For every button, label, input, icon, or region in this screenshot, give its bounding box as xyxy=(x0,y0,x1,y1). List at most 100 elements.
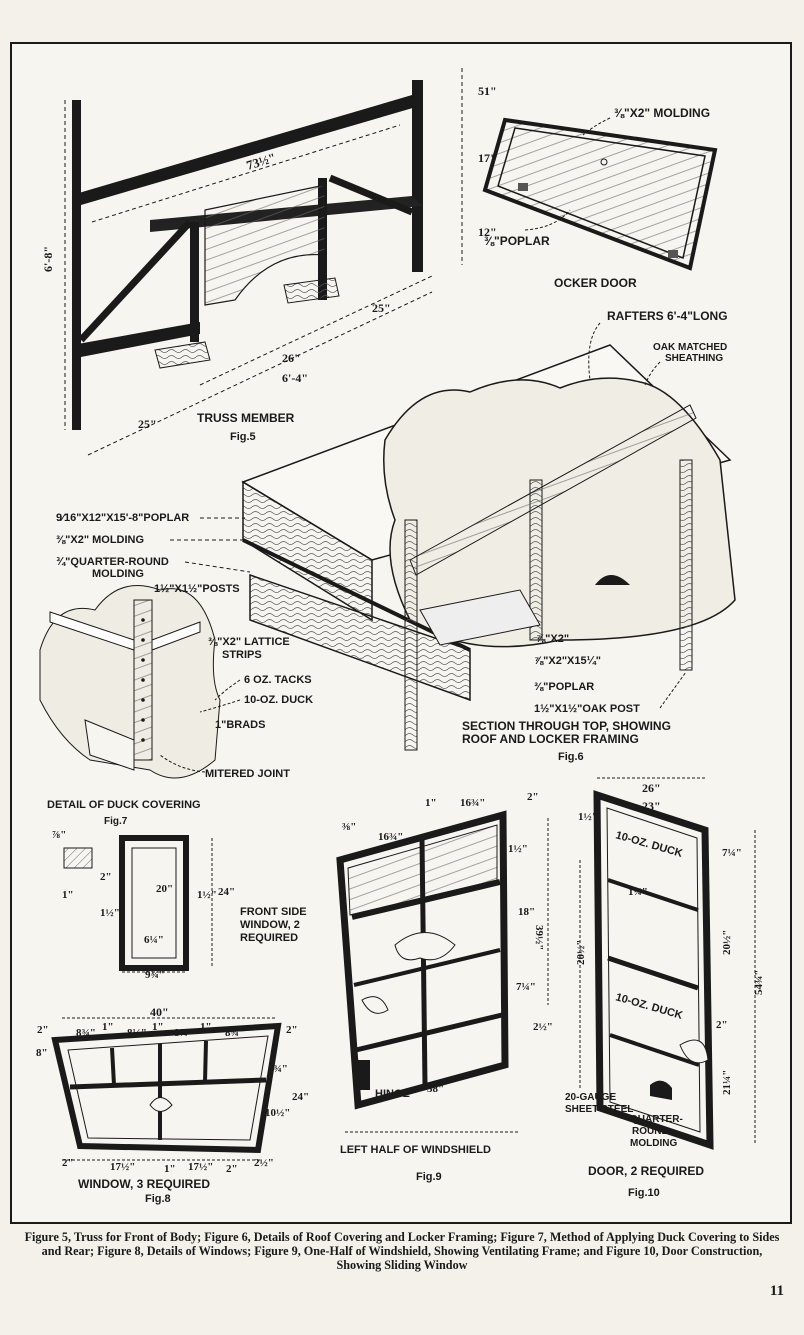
fig5-title: TRUSS MEMBER xyxy=(197,411,295,425)
fig8-h8: 8" xyxy=(36,1047,48,1059)
fig8-w814b: 8¼" xyxy=(127,1027,147,1039)
fig9-d1634a: 16¾" xyxy=(378,831,403,843)
fig6-l3b: MOLDING xyxy=(92,568,144,580)
fig9-d3912: 39½" xyxy=(533,925,545,950)
fig10-title: DOOR, 2 REQUIRED xyxy=(588,1164,704,1178)
fig6-r4: 1½"X1½"OAK POST xyxy=(534,703,640,715)
fig10-d114: 1¼" xyxy=(628,886,648,898)
fig9-d2: 2" xyxy=(527,791,539,803)
side-window-clip xyxy=(63,847,93,869)
fig7-lattice1: ⅜"X2" LATTICE xyxy=(208,636,290,648)
fig9-d18: 18" xyxy=(518,906,535,918)
fig8-w1c: 1" xyxy=(200,1021,212,1033)
fig6-r1: ⅞"X2" xyxy=(536,633,569,645)
locker-molding: ⅜"X2" MOLDING xyxy=(614,106,710,120)
truss-panel xyxy=(204,184,326,306)
fig5-dim-25b: 25" xyxy=(138,417,157,431)
fig7-duck: 10-OZ. DUCK xyxy=(244,694,313,706)
fig6-t2: ROOF AND LOCKER FRAMING xyxy=(462,732,639,746)
fig8-d1: 1" xyxy=(62,889,74,901)
fig8-fig: Fig.8 xyxy=(145,1193,171,1205)
truss-foot-a xyxy=(154,341,211,369)
fig8-b2: 2" xyxy=(62,1157,74,1169)
oak-post-left xyxy=(404,519,418,751)
fig10-gauge2: SHEET STEEL xyxy=(565,1104,633,1115)
fig9-d112: 1½" xyxy=(508,843,528,855)
fig8-w834a: 8¾" xyxy=(76,1027,96,1039)
fig9-windshield: ⅜" 16¾" 1" 16¾" 2" 1½" 18" 39½" 7¼" 2½" … xyxy=(336,791,553,1183)
fig10-fig: Fig.10 xyxy=(628,1187,660,1199)
fig5-dim-height: 6'-8" xyxy=(41,246,55,272)
fig9-h38: 38" xyxy=(427,1083,444,1095)
fig6-r3: ⅜"POPLAR xyxy=(534,681,594,693)
fig9-d38: ⅜" xyxy=(342,821,356,833)
windshield-frame xyxy=(336,810,509,1110)
fig8-w2a: 2" xyxy=(37,1024,49,1036)
oak-post-mid xyxy=(529,479,543,641)
fig8-side1: FRONT SIDE xyxy=(240,906,307,918)
fig8-w40: 40" xyxy=(150,1005,169,1019)
locker-title: OCKER DOOR xyxy=(554,276,637,290)
fig5-dim-low: 12" xyxy=(478,225,497,239)
fig6-t1: SECTION THROUGH TOP, SHOWING xyxy=(462,719,671,733)
fig8-h24: 24" xyxy=(292,1091,309,1103)
fig10-d2012a: 20½" xyxy=(575,940,587,965)
fig10-d26: 26" xyxy=(642,781,661,795)
fig6-l3a: ¾"QUARTER-ROUND xyxy=(56,556,169,568)
locker-door-panel xyxy=(482,117,718,271)
fig8-h834: 8¾" xyxy=(268,1063,288,1075)
fig10-d23: 23" xyxy=(642,799,661,813)
fig8-d112b: 1½" xyxy=(197,889,217,901)
fig8-d934: 9¾" xyxy=(145,969,165,981)
figure-caption: Figure 5, Truss for Front of Body; Figur… xyxy=(24,1230,780,1272)
fig9-d1634b: 16¾" xyxy=(460,797,485,809)
fig8-side2: WINDOW, 2 xyxy=(240,919,300,931)
fig6-section: RAFTERS 6'-4"LONG OAK MATCHED SHEATHING … xyxy=(56,309,736,763)
truss-inner-post-a xyxy=(190,222,199,342)
fig8-side3: REQUIRED xyxy=(240,932,298,944)
fig10-qr1: QUARTER- xyxy=(630,1114,683,1125)
locker-bottom xyxy=(419,589,541,646)
fig8-b2b: 2" xyxy=(226,1163,238,1175)
fig7-duck-covering: 1½"X1½"POSTS ⅜"X2" LATTICE STRIPS 6 OZ. … xyxy=(39,583,313,827)
fig8-d78: ⅞" xyxy=(52,829,66,841)
fig9-d714: 7¼" xyxy=(516,981,536,993)
fig6-oak2: SHEATHING xyxy=(665,353,723,364)
fig10-qr2: ROUND xyxy=(632,1126,669,1137)
fig6-rafters: RAFTERS 6'-4"LONG xyxy=(607,309,728,323)
fig8-w1b: 1" xyxy=(152,1021,164,1033)
fig5-dim-26: 26" xyxy=(282,351,301,365)
fig8-d24: 24" xyxy=(218,886,235,898)
truss-right-post xyxy=(412,80,423,272)
fig7-lattice2: STRIPS xyxy=(222,649,262,661)
fig9-d1: 1" xyxy=(425,797,437,809)
fig10-gauge1: 20-GAUGE xyxy=(565,1092,616,1103)
fig5-dim-25a: 25" xyxy=(372,301,391,315)
fig6-r2: ⅞"X2"X15¼" xyxy=(534,655,601,667)
lattice-strip-b xyxy=(151,621,201,651)
fig6-l1: 9⁄16"X12"X15'-8"POPLAR xyxy=(56,512,189,524)
fig7-fig: Fig.7 xyxy=(104,816,128,827)
fig8-b1: 1" xyxy=(164,1163,176,1175)
truss-bottom-rail xyxy=(72,322,200,357)
fig8-d2: 2" xyxy=(100,871,112,883)
fig8-d112a: 1½" xyxy=(100,907,120,919)
fig8-w1a: 1" xyxy=(102,1021,114,1033)
fig10-d112: 1½" xyxy=(578,811,598,823)
fig10-qr3: MOLDING xyxy=(630,1138,677,1149)
fig7-mitered: MITERED JOINT xyxy=(205,768,290,780)
fig10-door: 10-OZ. DUCK 10-OZ. DUCK 26" 23" 1½" 7¼" … xyxy=(565,777,765,1199)
truss-foot-b xyxy=(283,277,340,304)
fig9-title: LEFT HALF OF WINDSHIELD xyxy=(340,1144,491,1156)
fig10-d714: 7¼" xyxy=(722,847,742,859)
fig6-l2: ⅜"X2" MOLDING xyxy=(56,534,144,546)
rafter xyxy=(409,404,697,576)
fig5-dim-top: 51" xyxy=(478,84,497,98)
fig8-w834d: 8¾" xyxy=(225,1027,245,1039)
fig8-b1712a: 17½" xyxy=(110,1161,135,1173)
fig7-posts: 1½"X1½"POSTS xyxy=(154,583,240,595)
fig8-d20: 20" xyxy=(156,883,173,895)
page-number: 11 xyxy=(769,1283,784,1299)
lattice-strip-a xyxy=(49,611,135,651)
